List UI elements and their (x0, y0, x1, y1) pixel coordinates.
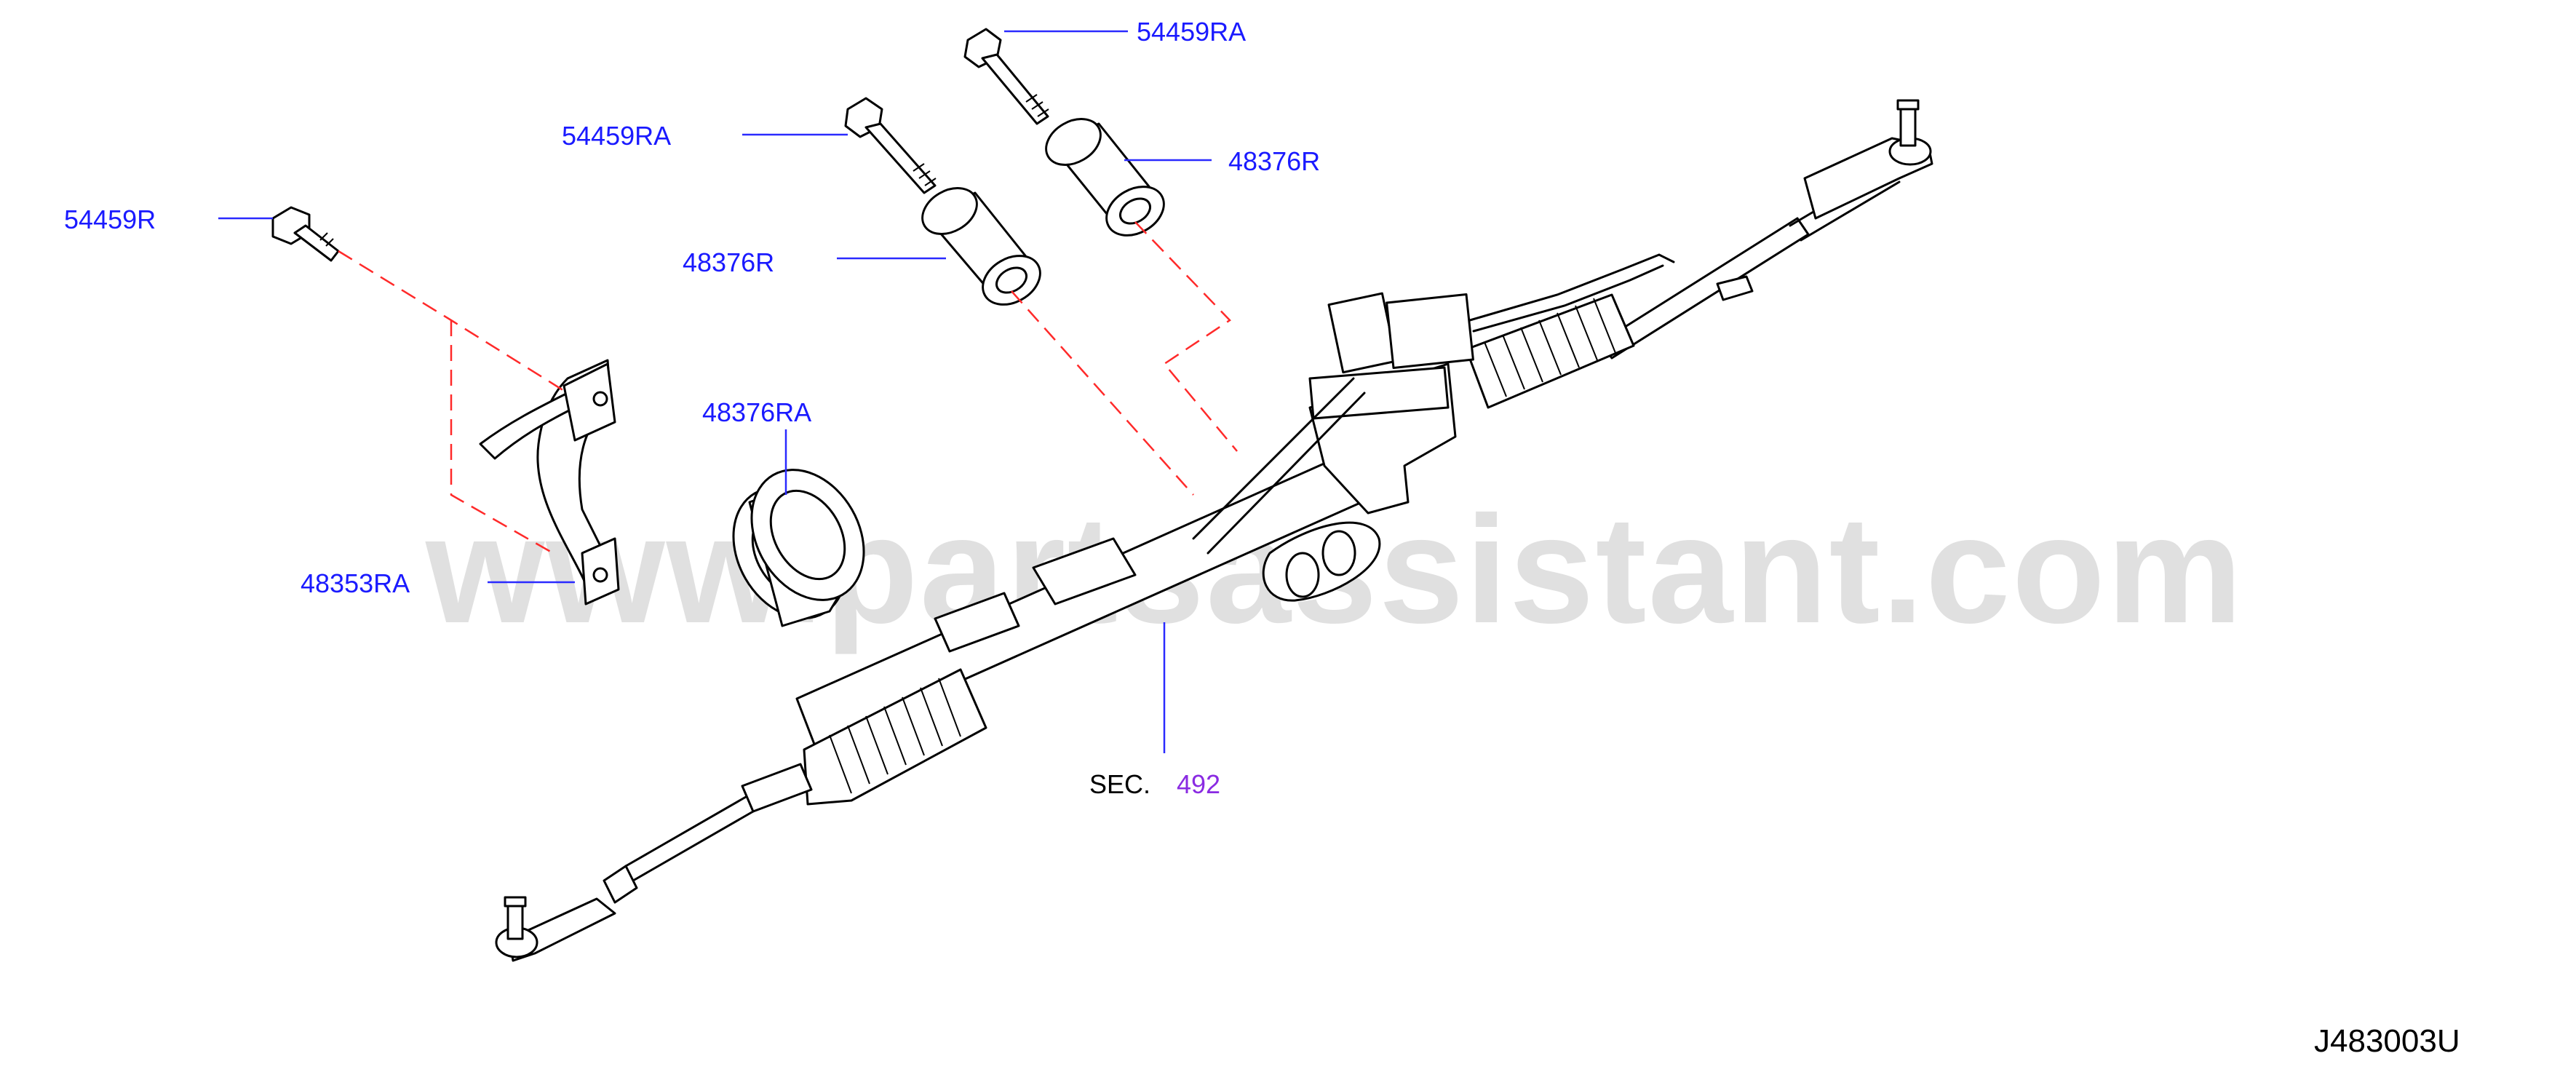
callout-clamp: 48353RA (301, 568, 410, 598)
leader-lines (218, 30, 1212, 753)
callout-bushing-upper: 48376R (1228, 146, 1320, 176)
diagram-id: J483003U (2314, 1023, 2460, 1059)
callout-bushing-ring: 48376RA (702, 397, 811, 427)
callout-bolt-left: 54459R (64, 205, 156, 234)
bushing-lower (921, 187, 1041, 306)
bushing-upper (1045, 118, 1165, 237)
section-ref-number[interactable]: 492 (1177, 769, 1220, 799)
clamp (479, 359, 620, 605)
bolt-top (963, 28, 1049, 125)
steering-rack-assembly (495, 99, 1933, 962)
callout-bolt-mid: 54459RA (562, 121, 671, 151)
assembly-lines (338, 221, 1238, 555)
callout-bolt-top: 54459RA (1137, 17, 1246, 47)
bolt-left (271, 206, 340, 262)
callout-bushing-lower: 48376R (683, 247, 774, 277)
bolt-mid (844, 97, 937, 194)
section-ref-prefix: SEC. (1089, 769, 1150, 799)
bushing-ring (732, 469, 865, 627)
